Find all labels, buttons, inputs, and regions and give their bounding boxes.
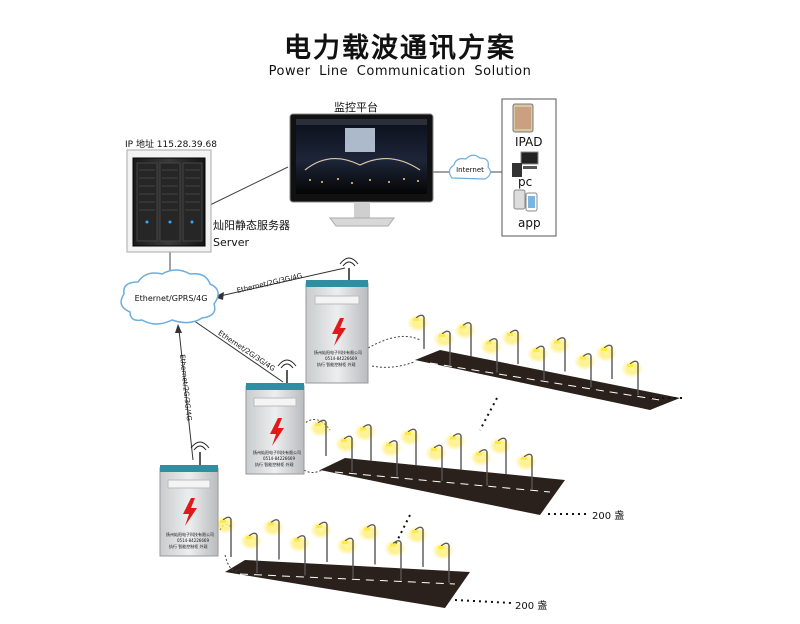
road3-lamp-count: 200 盏: [515, 601, 548, 612]
title-chinese: 电力载波通讯方案: [284, 33, 516, 64]
cabinet2-note: 执行 智能控制柜 外观: [255, 462, 294, 467]
server-monitor-link: [209, 166, 289, 206]
cabinet2-company: 扬州灿阳电子科技有限公司: [253, 450, 301, 455]
title-english: Power Line Communication Solution: [268, 64, 532, 79]
monitor-icon: [289, 113, 434, 227]
road2-lamp-count: 200 盏: [592, 511, 625, 522]
cabinet2-phone: 0514-84226669: [263, 456, 295, 461]
cabinet-2: [245, 359, 305, 475]
road-2: [320, 458, 565, 515]
cabinet-3: [159, 441, 219, 557]
cabinet-1: [305, 257, 369, 384]
ethernet-cloud-icon: [120, 269, 219, 325]
internet-label: Internet: [456, 166, 484, 174]
cabinet3-phone: 0514-84226669: [177, 538, 209, 543]
device-ipad-label: IPAD: [515, 135, 543, 149]
server-name-cn: 灿阳静态服务器: [213, 219, 290, 232]
server-ip-label: IP 地址 115.28.39.68: [125, 140, 217, 150]
street-lamp: [262, 518, 284, 560]
street-lamp: [358, 523, 380, 565]
street-lamps: [214, 314, 643, 583]
street-lamp: [309, 419, 331, 456]
street-lamp: [354, 423, 376, 461]
devices-panel: [501, 98, 557, 237]
street-lamp: [548, 336, 570, 372]
street-lamp: [407, 314, 429, 349]
monitor-label: 监控平台: [334, 101, 378, 114]
street-lamp: [384, 539, 406, 581]
street-lamp: [380, 439, 402, 477]
street-lamp: [288, 534, 310, 576]
street-lamp: [433, 330, 455, 365]
server-name-en: Server: [213, 236, 250, 249]
street-lamp: [240, 532, 262, 573]
street-lamp: [444, 432, 466, 470]
street-lamp: [621, 360, 643, 395]
cabinet3-note: 执行 智能控制柜 外观: [169, 544, 208, 549]
street-lamp: [489, 437, 511, 474]
road-1: [415, 350, 680, 410]
street-lamp: [310, 521, 332, 562]
street-lamp: [574, 352, 596, 388]
street-lamp: [515, 453, 537, 490]
street-lamp: [406, 526, 428, 567]
cabinet1-phone: 0514-84226669: [325, 356, 357, 361]
internet-cloud-icon: [448, 154, 491, 180]
street-lamp: [432, 542, 454, 583]
street-lamp: [454, 321, 476, 357]
street-lamp: [214, 516, 236, 557]
cabinet1-note: 执行 智能控制柜 外观: [317, 362, 356, 367]
device-pc-label: pc: [518, 175, 533, 189]
street-lamp: [470, 448, 492, 486]
street-lamp: [336, 537, 358, 578]
cabinet1-company: 扬州灿阳电子科技有限公司: [314, 350, 362, 355]
street-lamp: [399, 428, 421, 465]
road-3: [225, 560, 470, 608]
street-lamp: [335, 435, 357, 472]
street-lamp: [480, 337, 502, 373]
device-app-label: app: [518, 216, 541, 230]
street-lamp: [425, 444, 447, 481]
street-lamp: [527, 345, 549, 380]
ethernet-cloud-label: Ethernet/GPRS/4G: [134, 294, 208, 303]
street-lamp: [501, 329, 523, 364]
arrow-cabinet3: [178, 329, 194, 461]
cabinet3-company: 扬州灿阳电子科技有限公司: [166, 532, 214, 537]
arrow-cabinet2: [189, 317, 284, 383]
street-lamp: [595, 344, 617, 379]
server-rack-icon: [126, 149, 212, 253]
arrow-cabinet1: [219, 267, 346, 297]
